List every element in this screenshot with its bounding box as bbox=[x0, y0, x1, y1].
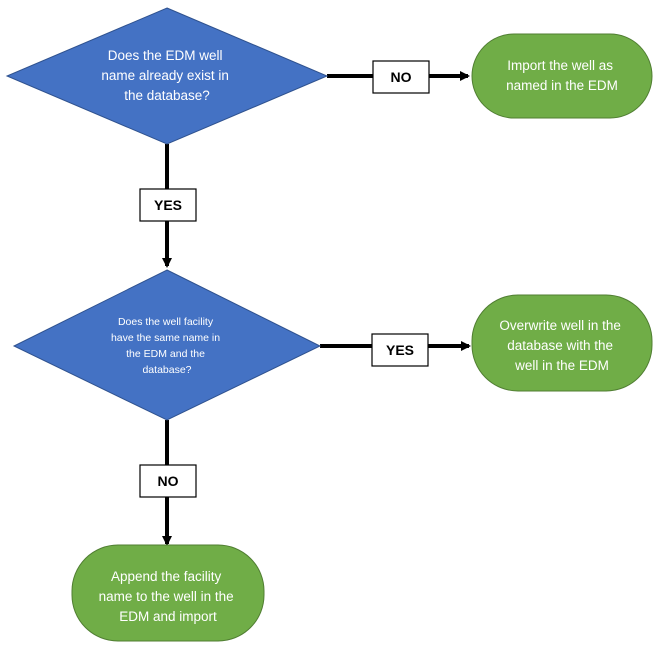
terminal-append-line-2: name to the well in the bbox=[99, 589, 234, 604]
decision1-line-2: name already exist in bbox=[101, 68, 229, 83]
terminal-append-line-1: Append the facility bbox=[111, 569, 222, 584]
svg-text:Overwrite well in the da: Overwrite well in the database with the … bbox=[499, 318, 624, 373]
decision1-line-3: the database? bbox=[124, 88, 210, 103]
label-text-d1-no: NO bbox=[391, 69, 412, 85]
terminal-box-append bbox=[71, 544, 265, 642]
svg-text:Does the well facility h: Does the well facility have the same nam… bbox=[111, 316, 223, 376]
label-box-d1-yes bbox=[139, 188, 197, 222]
svg-text:Import the well as named: Import the well as named in the EDM bbox=[506, 58, 618, 93]
terminal-box-import bbox=[471, 33, 653, 119]
label-d2-yes: YES bbox=[371, 333, 429, 367]
decision2-line-2: have the same name in bbox=[111, 332, 220, 344]
label-text-d2-no: NO bbox=[158, 473, 179, 489]
terminal-box-overwrite bbox=[471, 294, 653, 392]
decision1-line-1: Does the EDM well bbox=[108, 48, 223, 63]
terminal-overwrite-line-1: Overwrite well in the bbox=[499, 318, 621, 333]
terminal-overwrite-well: Overwrite well in the database with the … bbox=[471, 294, 653, 392]
decision-diamond-1 bbox=[5, 7, 329, 145]
decision-facility-same-name: Does the well facility have the same nam… bbox=[12, 269, 322, 421]
decision2-line-1: Does the well facility bbox=[118, 316, 214, 328]
decision-diamond-2 bbox=[12, 269, 322, 421]
decision2-line-3: the EDM and the bbox=[126, 348, 205, 360]
label-d1-no: NO bbox=[372, 60, 430, 94]
terminal-import-line-1: Import the well as bbox=[507, 58, 613, 73]
label-box-d1-no bbox=[372, 60, 430, 94]
label-d2-no: NO bbox=[139, 464, 197, 498]
label-box-d2-yes bbox=[371, 333, 429, 367]
terminal-import-well: Import the well as named in the EDM bbox=[471, 33, 653, 119]
svg-text:Does the EDM well name a: Does the EDM well name already exist in … bbox=[101, 48, 232, 103]
svg-text:Append the facility name: Append the facility name to the well in … bbox=[99, 569, 238, 624]
terminal-append-line-3: EDM and import bbox=[119, 609, 217, 624]
label-box-d2-no bbox=[139, 464, 197, 498]
terminal-overwrite-line-2: database with the bbox=[507, 338, 613, 353]
label-d1-yes: YES bbox=[139, 188, 197, 222]
decision-edm-well-exists: Does the EDM well name already exist in … bbox=[5, 7, 329, 145]
terminal-import-line-2: named in the EDM bbox=[506, 78, 618, 93]
label-text-d2-yes: YES bbox=[386, 342, 414, 358]
terminal-append-facility: Append the facility name to the well in … bbox=[71, 544, 265, 642]
decision2-line-4: database? bbox=[142, 364, 191, 376]
label-text-d1-yes: YES bbox=[154, 197, 182, 213]
terminal-overwrite-line-3: well in the EDM bbox=[514, 358, 609, 373]
